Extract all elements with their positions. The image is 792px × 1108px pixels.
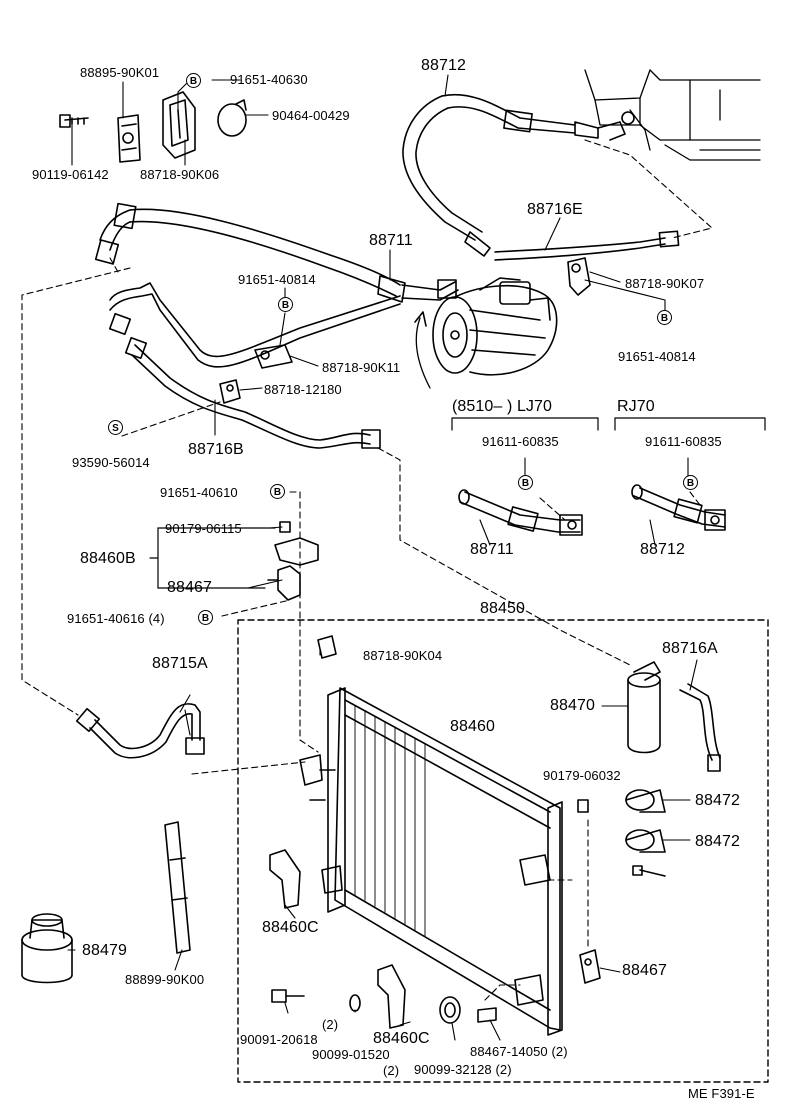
bracket-88460C-bottom bbox=[377, 964, 406, 1029]
clamp-88718-90K11 bbox=[254, 344, 293, 369]
clamp-88895 bbox=[117, 114, 141, 163]
badge-b-91651-40610: B bbox=[270, 484, 285, 499]
label-88716E: 88716E bbox=[527, 201, 583, 218]
bracket-88467-lower bbox=[579, 949, 601, 984]
inset-hose-88711 bbox=[458, 489, 583, 536]
label-88712-top: 88712 bbox=[421, 57, 466, 74]
clamp-88718-90K06 bbox=[162, 91, 196, 159]
label-91611-60835-b: 91611-60835 bbox=[645, 434, 722, 449]
label-group-lj70: (8510– ) LJ70 bbox=[452, 398, 553, 415]
label-88716A: 88716A bbox=[662, 640, 718, 657]
inset-hose-88712 bbox=[631, 484, 726, 531]
label-88470: 88470 bbox=[550, 697, 595, 714]
band-90464 bbox=[217, 99, 247, 137]
label-88718-90K07: 88718-90K07 bbox=[625, 276, 705, 291]
label-88716B: 88716B bbox=[188, 441, 244, 458]
label-91651-40610: 91651-40610 bbox=[160, 485, 238, 500]
label-88467-14050: 88467-14050 (2) bbox=[470, 1044, 568, 1059]
discharge-hose-88712 bbox=[402, 93, 635, 257]
liquid-tube-88716B bbox=[124, 336, 381, 449]
dashed-connection-lines bbox=[21, 139, 713, 1001]
label-90179-06032: 90179-06032 bbox=[543, 768, 621, 783]
badge-b-91611-a: B bbox=[518, 475, 533, 490]
label-90091-20618: 90091-20618 bbox=[240, 1032, 318, 1047]
clamp-88472-upper bbox=[625, 789, 666, 813]
label-90179-06115: 90179-06115 bbox=[165, 521, 242, 536]
nut-90179-06032 bbox=[577, 799, 589, 813]
label-88718-12180: 88718-12180 bbox=[264, 382, 342, 397]
label-91651-40630: 91651-40630 bbox=[230, 72, 308, 87]
seal-strip-88899 bbox=[164, 821, 191, 954]
footer-code: ME F391-E bbox=[688, 1086, 755, 1101]
label-88711-top: 88711 bbox=[369, 232, 413, 249]
bracket-88460B bbox=[267, 521, 319, 601]
condenser-88460 bbox=[299, 687, 563, 1036]
label-88715A: 88715A bbox=[152, 655, 208, 672]
clamp-88718-12180 bbox=[219, 379, 241, 404]
engine-block-outline bbox=[584, 69, 761, 161]
label-88467-b: 88467 bbox=[622, 962, 667, 979]
washer-90099-01520 bbox=[349, 994, 361, 1012]
label-88460: 88460 bbox=[450, 718, 495, 735]
bracket-88718-90K04 bbox=[317, 635, 337, 659]
label-93590-56014: 93590-56014 bbox=[72, 455, 150, 470]
label-88460C-b: 88460C bbox=[373, 1030, 430, 1047]
label-88479: 88479 bbox=[82, 942, 127, 959]
label-88712-inset: 88712 bbox=[640, 541, 685, 558]
label-91611-60835-a: 91611-60835 bbox=[482, 434, 559, 449]
label-91651-40814-a: 91651-40814 bbox=[238, 272, 316, 287]
label-91651-40814-b: 91651-40814 bbox=[618, 349, 696, 364]
label-88460B: 88460B bbox=[80, 550, 136, 567]
badge-b-91651-40814-a: B bbox=[278, 297, 293, 312]
badge-s-93590: S bbox=[108, 420, 123, 435]
grommet-90099-32128 bbox=[439, 996, 461, 1024]
label-88472-a: 88472 bbox=[695, 792, 740, 809]
label-90099-01520: 90099-01520 bbox=[312, 1047, 390, 1062]
label-88472-b: 88472 bbox=[695, 833, 740, 850]
label-88895-90K01: 88895-90K01 bbox=[80, 65, 160, 80]
group-bracket-rj70 bbox=[614, 417, 766, 431]
label-88460C-a: 88460C bbox=[262, 919, 319, 936]
leader-lines bbox=[67, 74, 698, 1041]
ac-compressor bbox=[414, 277, 558, 389]
oil-container-88479 bbox=[21, 913, 73, 984]
label-90099-01520-qty: (2) bbox=[383, 1063, 400, 1078]
badge-b-91651-40616: B bbox=[198, 610, 213, 625]
bolt-90091 bbox=[271, 989, 305, 1003]
label-88450: 88450 bbox=[480, 600, 525, 617]
suction-hose-88711 bbox=[94, 202, 459, 303]
badge-b-91651-40814-b: B bbox=[657, 310, 672, 325]
label-90119-06142: 90119-06142 bbox=[32, 167, 109, 182]
badge-b-91611-b: B bbox=[683, 475, 698, 490]
label-91651-40616: 91651-40616 (4) bbox=[67, 611, 165, 626]
receiver-drier-88470 bbox=[627, 661, 661, 754]
label-88718-90K11: 88718-90K11 bbox=[322, 360, 401, 375]
label-90464-00429: 90464-00429 bbox=[272, 108, 350, 123]
label-88711-inset: 88711 bbox=[470, 541, 514, 558]
kit-box-88450 bbox=[237, 619, 769, 1083]
group-bracket-lj70 bbox=[451, 417, 599, 431]
suction-tube-lower bbox=[108, 282, 401, 368]
label-group-rj70: RJ70 bbox=[617, 398, 655, 415]
label-88467-a: 88467 bbox=[167, 579, 212, 596]
pin-88467-14050 bbox=[477, 1007, 497, 1023]
bolt-90119 bbox=[59, 114, 89, 128]
label-90091-qty: (2) bbox=[322, 1017, 339, 1032]
label-88899-90K00: 88899-90K00 bbox=[125, 972, 205, 987]
liquid-line-88716E bbox=[494, 230, 680, 261]
bracket-88460C-left bbox=[269, 849, 301, 909]
liquid-tube-88716A bbox=[679, 683, 721, 772]
brace-88460B bbox=[149, 527, 276, 589]
label-90099-32128: 90099-32128 (2) bbox=[414, 1062, 512, 1077]
clamp-88718-90K07 bbox=[567, 257, 591, 296]
badge-b-91651-40630: B bbox=[186, 73, 201, 88]
clamp-88472-lower bbox=[625, 829, 666, 877]
label-88718-90K04: 88718-90K04 bbox=[363, 648, 443, 663]
label-88718-90K06: 88718-90K06 bbox=[140, 167, 220, 182]
